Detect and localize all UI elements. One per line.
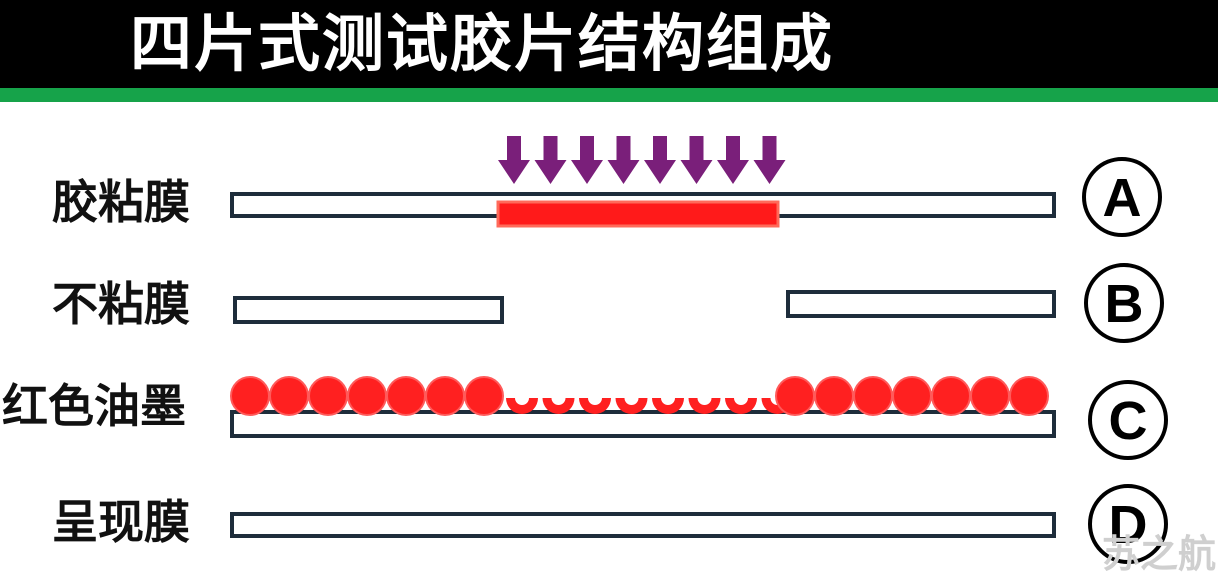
title-bar: 四片式测试胶片结构组成 [0, 0, 1218, 88]
down-arrow-icon [644, 136, 676, 184]
marker-d-letter: D [1109, 495, 1148, 555]
ink-dot [853, 376, 893, 416]
page-title: 四片式测试胶片结构组成 [130, 7, 835, 80]
marker-b-icon: B [1084, 263, 1164, 343]
marker-a-letter: A [1103, 168, 1142, 228]
non-stick-film-left [233, 296, 504, 324]
display-film [230, 512, 1056, 538]
down-arrow-icon [680, 136, 713, 184]
ink-dot [347, 376, 387, 416]
marker-c-letter: C [1109, 391, 1148, 451]
ink-dot [464, 376, 504, 416]
marker-b-letter: B [1105, 274, 1144, 334]
red-ink-layer [230, 376, 1049, 416]
down-arrow-icon [498, 136, 530, 184]
layer-label-c: 红色油墨 [2, 379, 186, 433]
ink-dot [892, 376, 932, 416]
down-arrow-icon [534, 136, 567, 184]
layer-label-a: 胶粘膜 [52, 175, 190, 229]
ink-residue [579, 398, 611, 414]
ink-dot [970, 376, 1010, 416]
down-arrow-icon [717, 136, 749, 184]
down-arrow-icon [607, 136, 640, 184]
down-arrow-icon [753, 136, 786, 184]
adhesive-contact-area [496, 200, 780, 228]
ink-dot [308, 376, 348, 416]
ink-residue [542, 398, 575, 414]
ink-residue [506, 398, 538, 414]
ink-dot [775, 376, 815, 416]
ink-dot [1009, 376, 1049, 416]
pressure-arrows [498, 136, 786, 184]
down-arrow-icon [571, 136, 603, 184]
ink-dot [814, 376, 854, 416]
ink-dot [931, 376, 971, 416]
ink-dot [425, 376, 465, 416]
ink-base-film [230, 410, 1056, 438]
title-underline [0, 88, 1218, 102]
marker-c-icon: C [1088, 380, 1168, 460]
watermark: 苏之航 [1101, 532, 1216, 576]
ink-residue [688, 398, 721, 414]
ink-dot [269, 376, 309, 416]
ink-dot [386, 376, 426, 416]
ink-residue [652, 398, 684, 414]
layer-label-b: 不粘膜 [52, 277, 190, 331]
non-stick-film-right [786, 290, 1056, 318]
ink-residue [725, 398, 757, 414]
marker-d-icon: D [1088, 484, 1168, 564]
ink-dot [230, 376, 270, 416]
marker-a-icon: A [1082, 157, 1162, 237]
ink-residue [615, 398, 648, 414]
layer-label-d: 呈现膜 [52, 495, 190, 549]
